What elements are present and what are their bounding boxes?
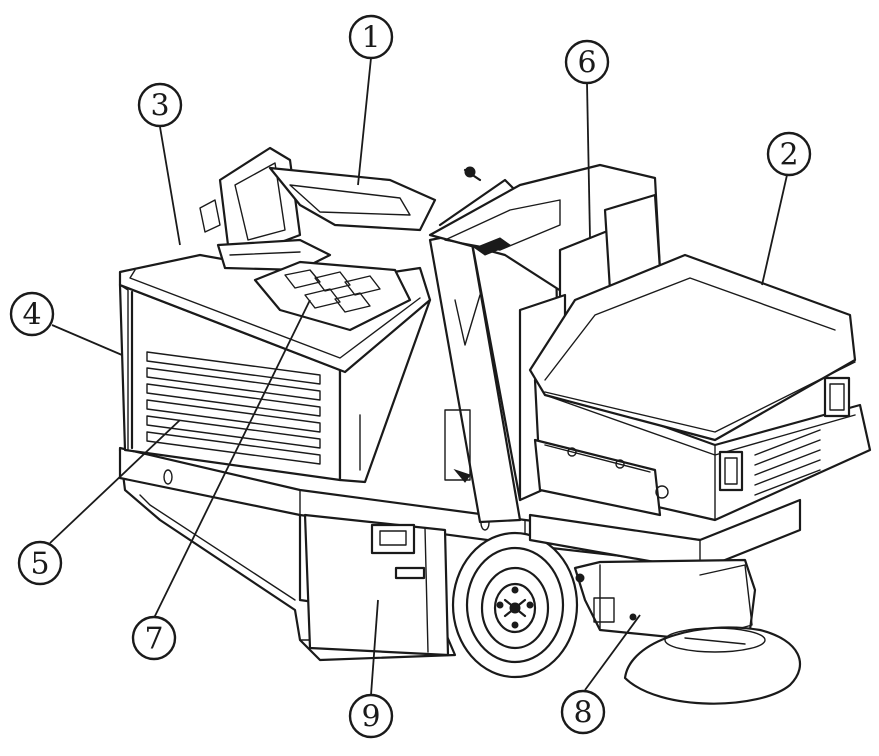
leader-5: [49, 419, 181, 544]
callout-9-label: 9: [361, 700, 380, 735]
lower-chassis-front: [528, 498, 802, 572]
hopper-handle: [370, 523, 416, 555]
callout-7: 7: [131, 615, 177, 661]
leader-6: [586, 82, 591, 239]
tank-box: [533, 438, 662, 517]
front-hood: [528, 253, 857, 442]
leader-9: [370, 599, 379, 696]
leader-4: [51, 324, 123, 356]
callout-1-label: 1: [361, 21, 380, 56]
rear-skirt: [118, 448, 457, 662]
callout-6: 6: [564, 39, 610, 85]
side-brush-disc: [623, 626, 801, 705]
callout-3: 3: [137, 82, 183, 128]
leader-8: [584, 614, 641, 691]
leader-1: [357, 57, 372, 186]
leader-lines: [49, 57, 788, 696]
callout-5-label: 5: [30, 547, 49, 582]
callout-4-label: 4: [22, 298, 41, 333]
leader-2: [761, 174, 788, 286]
leader-3: [159, 126, 181, 246]
battery-hood: [253, 260, 412, 332]
front-vent: [754, 429, 821, 496]
sweeper-machine-illustration: [118, 146, 872, 705]
callout-7-label: 7: [144, 622, 163, 657]
callout-3-label: 3: [150, 89, 169, 124]
callout-4: 4: [9, 291, 55, 337]
callout-1: 1: [348, 14, 394, 60]
engine-vent-grille: [146, 351, 321, 465]
callout-8: 8: [560, 689, 606, 735]
callout-2-label: 2: [779, 138, 798, 173]
callout-6-label: 6: [577, 46, 596, 81]
callout-8-label: 8: [573, 696, 592, 731]
callout-2: 2: [766, 131, 812, 177]
callout-5: 5: [17, 540, 63, 586]
rear-wheel: [451, 531, 579, 679]
callout-9: 9: [348, 693, 394, 739]
leader-7: [153, 299, 311, 619]
